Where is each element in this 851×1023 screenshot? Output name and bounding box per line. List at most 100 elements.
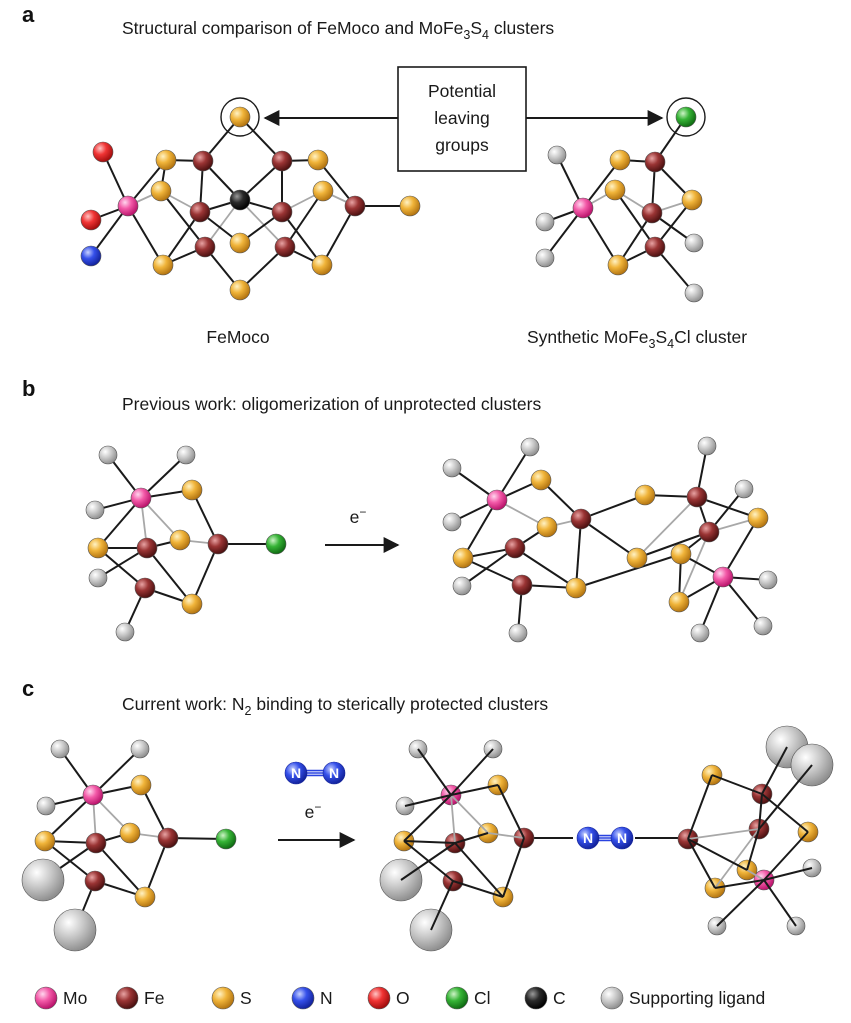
- bond: [321, 205, 356, 266]
- leaving-group-ring-synthetic: [666, 97, 706, 137]
- ligand-sphere: [697, 436, 717, 456]
- bond: [127, 205, 164, 266]
- ligand-sphere: [535, 212, 555, 232]
- ligand-sphere: [547, 145, 567, 165]
- n-atom: [80, 245, 102, 267]
- hidden-bond: [450, 794, 456, 844]
- bond: [763, 879, 797, 927]
- fe-atom: [686, 486, 708, 508]
- legend-swatch-s: [211, 986, 235, 1010]
- legend-label-fe: Fe: [144, 988, 164, 1008]
- fe-atom: [511, 574, 533, 596]
- legend-label-s: S: [240, 988, 252, 1008]
- bond: [191, 543, 219, 605]
- bond: [462, 557, 523, 586]
- legend-swatch-cl: [445, 986, 469, 1010]
- bulky-ligand-sphere: [21, 858, 65, 902]
- bond: [92, 748, 141, 796]
- hidden-bond: [487, 832, 525, 839]
- bond: [714, 879, 765, 889]
- ligand-sphere: [690, 623, 710, 643]
- hidden-bond: [636, 496, 698, 559]
- bond: [400, 842, 456, 881]
- bond: [462, 499, 498, 559]
- s-atom: [134, 886, 156, 908]
- bond: [90, 205, 129, 257]
- panel-c-label: c: [22, 676, 34, 701]
- panel-a-label: a: [22, 2, 35, 27]
- legend-swatch-n: [291, 986, 315, 1010]
- legend-swatch-l: [600, 986, 624, 1010]
- ligand-sphere: [176, 445, 196, 465]
- ligand-sphere: [508, 623, 528, 643]
- mo-atom: [712, 566, 734, 588]
- electron-label-b: e−: [350, 505, 367, 527]
- legend-swatch-mo: [34, 986, 58, 1010]
- cl-atom: [675, 106, 697, 128]
- panel-b-label: b: [22, 376, 35, 401]
- bond: [160, 190, 206, 248]
- hidden-bond: [239, 199, 286, 248]
- n-atom-label: N: [583, 830, 593, 846]
- s-atom: [229, 279, 251, 301]
- oligomer-structure-b: [442, 436, 778, 643]
- n-atom: [576, 826, 600, 850]
- bond: [454, 842, 504, 898]
- c-atom: [229, 189, 251, 211]
- fe-atom: [344, 195, 366, 217]
- s-atom: [311, 254, 333, 276]
- bond: [722, 517, 759, 578]
- ligand-sphere: [88, 568, 108, 588]
- cl-atom: [215, 828, 237, 850]
- cl-atom: [265, 533, 287, 555]
- s-atom: [565, 577, 587, 599]
- box-line-3: groups: [435, 135, 489, 155]
- n-atom-label: N: [617, 830, 627, 846]
- bond: [575, 553, 682, 589]
- bond: [450, 784, 499, 796]
- bond: [417, 748, 452, 796]
- s-atom: [87, 537, 109, 559]
- s-atom: [452, 547, 474, 569]
- bond: [582, 207, 619, 266]
- ligand-sphere: [684, 233, 704, 253]
- fe-atom: [194, 236, 216, 258]
- ligand-sphere: [115, 622, 135, 642]
- bond: [496, 446, 531, 501]
- fe-atom: [134, 577, 156, 599]
- legend-label-o: O: [396, 988, 410, 1008]
- legend-label-cl: Cl: [474, 988, 491, 1008]
- fe-atom: [641, 202, 663, 224]
- mo-atom: [130, 487, 152, 509]
- s-atom: [229, 106, 251, 128]
- bond: [404, 794, 452, 807]
- bond: [696, 496, 759, 519]
- ligand-sphere: [442, 512, 462, 532]
- bond: [711, 774, 763, 795]
- legend-label-l: Supporting ligand: [629, 988, 765, 1008]
- fe-atom: [136, 537, 158, 559]
- fe-atom: [189, 201, 211, 223]
- bond: [580, 518, 638, 559]
- bond: [763, 867, 813, 881]
- bond: [687, 774, 713, 840]
- s-atom: [150, 180, 172, 202]
- bond: [575, 518, 582, 589]
- ligand-sphere: [98, 445, 118, 465]
- panel-b-title: Previous work: oligomerization of unprot…: [122, 394, 541, 414]
- bond: [450, 748, 494, 796]
- caption-femoco: FeMoco: [206, 327, 269, 347]
- mo-atom: [572, 197, 594, 219]
- bond: [687, 838, 748, 871]
- s-atom: [181, 479, 203, 501]
- ligand-sphere: [734, 479, 754, 499]
- ligand-sphere: [130, 739, 150, 759]
- fe-atom: [85, 832, 107, 854]
- bond: [162, 211, 201, 266]
- n-atom: [322, 761, 346, 785]
- mo-atom: [82, 784, 104, 806]
- n-atom-label: N: [291, 765, 301, 781]
- s-atom: [670, 543, 692, 565]
